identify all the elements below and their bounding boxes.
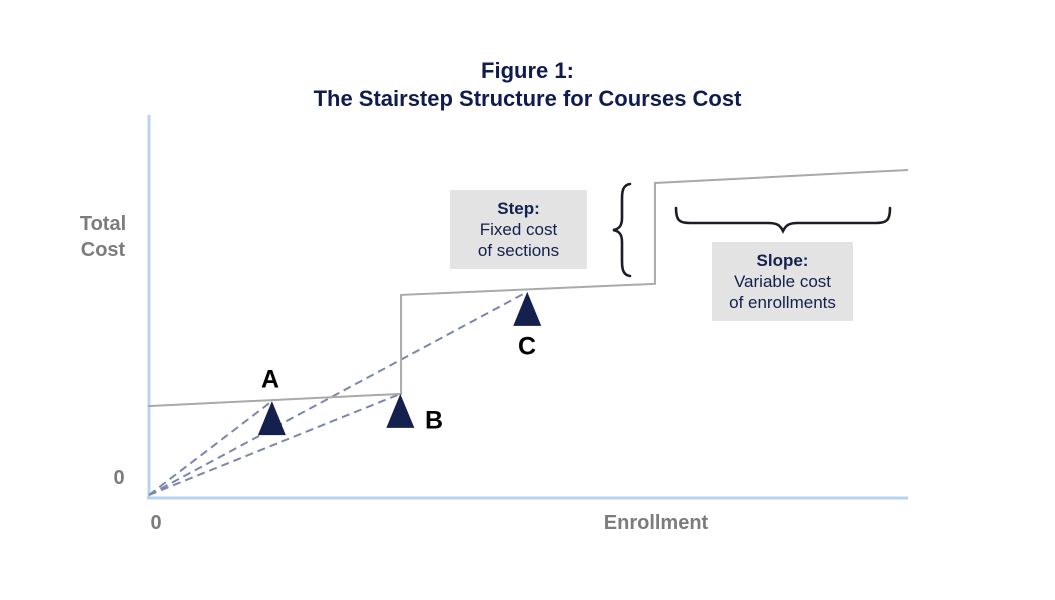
y-axis-title-line2: Cost: [80, 239, 126, 261]
marker-label-a: A: [260, 365, 280, 394]
marker-triangle-c: [513, 291, 542, 326]
step-annotation-line2: of sections: [477, 241, 560, 260]
slope-annotation-line1: Variable cost: [733, 272, 831, 291]
step-annotation-box: Step: Fixed cost of sections: [450, 190, 587, 269]
y-axis-title-line1: Total: [79, 213, 127, 235]
x-axis-origin-tick: 0: [150, 512, 162, 534]
x-axis-title: Enrollment: [603, 512, 709, 534]
marker-label-b: B: [424, 406, 444, 435]
figure-title-line1: Figure 1:: [481, 58, 574, 83]
marker-triangle-b: [386, 393, 415, 428]
step-annotation-line1: Fixed cost: [479, 220, 558, 239]
origin-ray-a: [148, 400, 273, 496]
origin-ray-c: [148, 290, 528, 496]
step-brace-icon: [612, 182, 632, 278]
stairstep-total-cost-line: [147, 169, 909, 408]
y-axis-origin-tick: 0: [113, 467, 125, 489]
slope-underbrace-icon: [674, 206, 892, 234]
slope-annotation-line2: of enrollments: [729, 293, 836, 312]
slope-annotation-box: Slope: Variable cost of enrollments: [712, 242, 853, 321]
step-annotation-heading: Step:: [497, 199, 540, 218]
figure-title-line2: The Stairstep Structure for Courses Cost: [313, 86, 742, 111]
plot-layer: [147, 169, 909, 496]
marker-label-c: C: [517, 332, 537, 361]
figure-title: Figure 1: The Stairstep Structure for Co…: [0, 57, 1055, 113]
origin-ray-b: [148, 392, 401, 496]
slope-annotation-heading: Slope:: [756, 251, 809, 270]
y-axis-title: Total Cost: [53, 211, 153, 263]
marker-triangle-a: [257, 401, 286, 436]
